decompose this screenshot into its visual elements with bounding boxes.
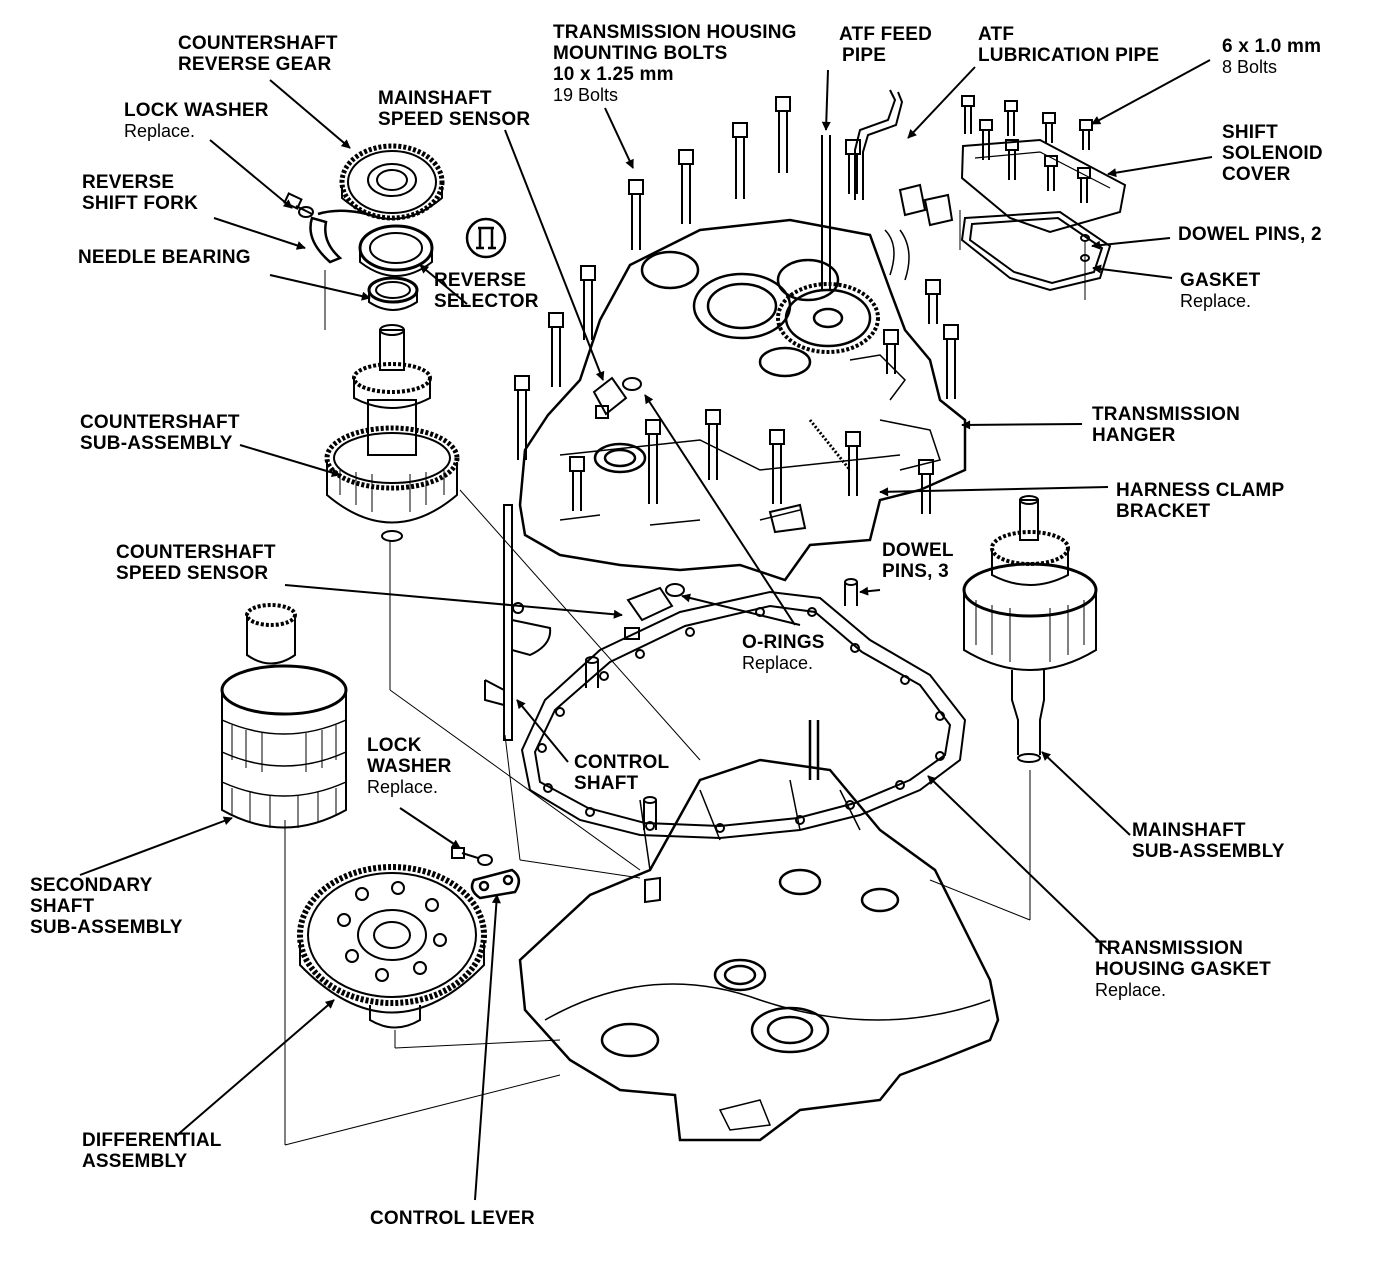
label-dowel-pins-3: DOWEL PINS, 3 <box>882 540 954 582</box>
countershaft-sub-assembly-part <box>324 324 460 542</box>
harness-connectors <box>884 183 954 281</box>
reverse-selector-hub <box>358 224 434 277</box>
label-o-rings: O-RINGS Replace. <box>742 632 825 673</box>
label-countershaft-reverse-gear: COUNTERSHAFT REVERSE GEAR <box>178 33 338 75</box>
label-housing-mounting-bolts: TRANSMISSION HOUSING MOUNTING BOLTS 10 x… <box>553 22 797 105</box>
transmission-housing-upper <box>518 218 967 582</box>
label-transmission-hanger: TRANSMISSION HANGER <box>1092 404 1241 446</box>
leader-arrows <box>79 59 1213 1201</box>
label-secondary-shaft-sub-assembly: SECONDARY SHAFT SUB-ASSEMBLY <box>30 875 183 938</box>
countershaft-speed-sensor-part <box>512 583 685 640</box>
label-mainshaft-speed-sensor: MAINSHAFT SPEED SENSOR <box>378 88 531 130</box>
solenoid-gasket-part <box>960 210 1112 292</box>
label-atf-lubrication-pipe: ATF LUBRICATION PIPE <box>978 24 1160 66</box>
mainshaft-speed-sensor-part <box>592 376 642 419</box>
control-lever-part <box>470 868 521 900</box>
secondary-shaft-sub-assembly-part <box>220 603 348 829</box>
lock-washer-bottom-part <box>451 847 493 866</box>
label-reverse-shift-fork: REVERSE SHIFT FORK <box>82 172 198 214</box>
label-countershaft-speed-sensor: COUNTERSHAFT SPEED SENSOR <box>116 542 276 584</box>
shift-solenoid-cover-part <box>960 95 1127 234</box>
control-shaft-part <box>484 504 552 741</box>
differential-assembly-part <box>297 864 487 1029</box>
atf-pipes <box>821 89 904 290</box>
label-needle-bearing: NEEDLE BEARING <box>78 247 251 268</box>
label-atf-feed-pipe: ATF FEED PIPE <box>839 24 933 66</box>
transmission-housing-lower <box>518 720 1000 1142</box>
label-lock-washer-top: LOCK WASHER Replace. <box>124 100 269 141</box>
label-transmission-housing-gasket: TRANSMISSION HOUSING GASKET Replace. <box>1095 938 1271 1000</box>
dowel-pins-3-part <box>585 578 858 830</box>
label-countershaft-sub-assembly: COUNTERSHAFT SUB-ASSEMBLY <box>80 412 240 454</box>
needle-bearing-part <box>367 276 419 311</box>
mainshaft-sub-assembly-part <box>962 495 1098 763</box>
label-mainshaft-sub-assembly: MAINSHAFT SUB-ASSEMBLY <box>1132 820 1285 862</box>
reverse-selector-symbol <box>465 217 507 259</box>
countershaft-reverse-gear <box>339 143 445 221</box>
label-dowel-pins-2: DOWEL PINS, 2 <box>1178 224 1322 245</box>
label-lock-washer-bottom: LOCK WASHER Replace. <box>367 735 452 797</box>
label-reverse-selector: REVERSE SELECTOR <box>434 270 539 312</box>
label-harness-clamp-bracket: HARNESS CLAMP BRACKET <box>1116 480 1285 522</box>
label-shift-solenoid-cover: SHIFT SOLENOID COVER <box>1222 122 1323 185</box>
reverse-shift-fork-part <box>309 209 381 264</box>
label-differential-assembly: DIFFERENTIAL ASSEMBLY <box>82 1130 222 1172</box>
transmission-housing-gasket-part <box>520 590 967 840</box>
label-control-lever: CONTROL LEVER <box>370 1208 535 1229</box>
label-gasket: GASKET Replace. <box>1180 270 1261 311</box>
alignment-lines <box>284 210 1086 1146</box>
housing-mounting-bolts <box>514 96 959 514</box>
label-control-shaft: CONTROL SHAFT <box>574 752 670 794</box>
label-6x1-bolts: 6 x 1.0 mm 8 Bolts <box>1222 36 1322 77</box>
